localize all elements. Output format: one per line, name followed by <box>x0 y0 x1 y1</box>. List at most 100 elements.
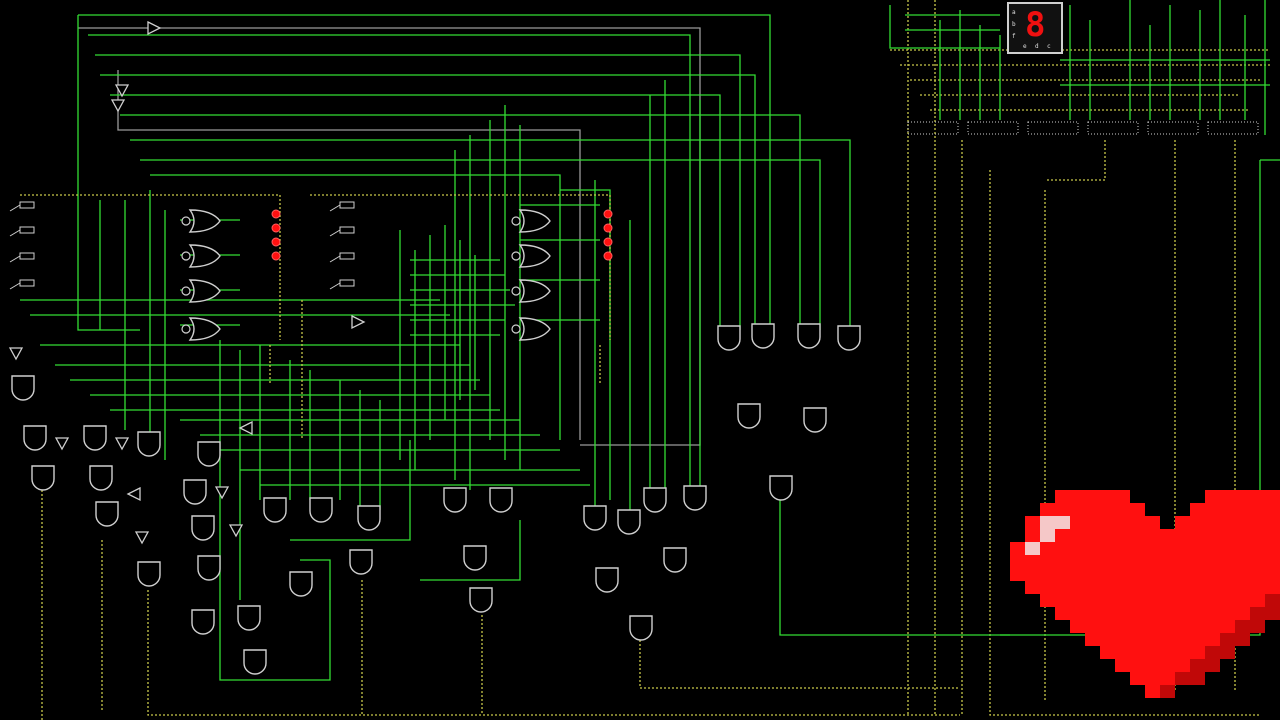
heart-pixel <box>1115 659 1130 672</box>
heart-pixel <box>1265 594 1280 607</box>
heart-pixel <box>1010 607 1025 620</box>
heart-pixel <box>1205 646 1220 659</box>
display-pin-d: d <box>1035 43 1039 50</box>
heart-pixel <box>1010 620 1025 633</box>
heart-pixel-row <box>1010 646 1280 659</box>
heart-pixel <box>1100 659 1115 672</box>
heart-pixel <box>1205 516 1220 529</box>
and-gate <box>197 441 221 467</box>
heart-pixel <box>1220 529 1235 542</box>
status-led <box>271 251 281 261</box>
heart-pixel <box>1010 516 1025 529</box>
heart-pixel <box>1265 646 1280 659</box>
heart-pixel <box>1055 633 1070 646</box>
heart-pixel <box>1070 581 1085 594</box>
heart-pixel <box>1205 568 1220 581</box>
heart-pixel <box>1055 581 1070 594</box>
heart-pixel <box>1100 555 1115 568</box>
and-gate <box>83 425 107 451</box>
heart-pixel <box>1145 503 1160 516</box>
heart-pixel <box>1265 581 1280 594</box>
heart-pixel <box>1145 581 1160 594</box>
heart-pixel <box>1040 633 1055 646</box>
bus-splitter <box>967 121 1019 135</box>
heart-pixel <box>1115 542 1130 555</box>
heart-pixel <box>1025 568 1040 581</box>
heart-pixel <box>1145 685 1160 698</box>
heart-pixel <box>1085 516 1100 529</box>
heart-pixel <box>1205 672 1220 685</box>
buffer-gate <box>351 314 366 330</box>
heart-pixel <box>1250 542 1265 555</box>
heart-pixel <box>1010 594 1025 607</box>
heart-pixel <box>1220 646 1235 659</box>
heart-pixel <box>1100 594 1115 607</box>
heart-pixel <box>1070 594 1085 607</box>
and-gate <box>243 649 267 675</box>
heart-pixel <box>1070 503 1085 516</box>
heart-pixel <box>1055 529 1070 542</box>
and-gate <box>349 549 373 575</box>
heart-pixel <box>1220 594 1235 607</box>
heart-pixel <box>1160 555 1175 568</box>
and-gate <box>683 485 707 511</box>
heart-pixel <box>1130 490 1145 503</box>
display-pin-b: b <box>1012 21 1016 28</box>
heart-pixel <box>1190 633 1205 646</box>
heart-pixel-row <box>1010 594 1280 607</box>
heart-pixel <box>1115 594 1130 607</box>
heart-pixel <box>1205 490 1220 503</box>
heart-pixel <box>1010 555 1025 568</box>
wire-bus <box>147 590 960 716</box>
heart-pixel <box>1190 646 1205 659</box>
and-gate <box>463 545 487 571</box>
heart-pixel <box>1145 646 1160 659</box>
input-pin <box>19 279 35 287</box>
wire-active <box>100 74 756 330</box>
heart-pixel <box>1010 503 1025 516</box>
seven-segment-display[interactable]: a b f e d c 8 <box>1007 2 1063 54</box>
heart-pixel <box>1040 659 1055 672</box>
switch-lever <box>9 255 21 263</box>
and-gate <box>717 325 741 351</box>
heart-pixel <box>1040 490 1055 503</box>
heart-pixel-row <box>1010 633 1280 646</box>
heart-pixel <box>1175 633 1190 646</box>
heart-pixel <box>1010 542 1025 555</box>
heart-pixel <box>1085 620 1100 633</box>
bus-splitter <box>1147 121 1199 135</box>
heart-pixel <box>1130 607 1145 620</box>
heart-pixel <box>1115 685 1130 698</box>
wire-active <box>95 54 741 330</box>
heart-pixel <box>1235 594 1250 607</box>
heart-pixel <box>1265 516 1280 529</box>
heart-pixel <box>1040 685 1055 698</box>
and-gate <box>629 615 653 641</box>
heart-pixel <box>1265 607 1280 620</box>
heart-pixel <box>1235 620 1250 633</box>
buffer-gate <box>147 20 162 36</box>
heart-pixel <box>1115 581 1130 594</box>
heart-pixel <box>1040 516 1055 529</box>
heart-pixel <box>1115 607 1130 620</box>
heart-pixel <box>1265 620 1280 633</box>
buffer-gate <box>134 531 150 545</box>
and-gate <box>797 323 821 349</box>
heart-pixel <box>1220 542 1235 555</box>
heart-pixel <box>1130 620 1145 633</box>
and-gate <box>31 465 55 491</box>
and-gate <box>469 587 493 613</box>
heart-pixel <box>1160 672 1175 685</box>
heart-pixel <box>1220 568 1235 581</box>
heart-pixel <box>1100 646 1115 659</box>
heart-pixel <box>1265 555 1280 568</box>
heart-pixel-row <box>1010 555 1280 568</box>
heart-pixel <box>1205 594 1220 607</box>
heart-pixel <box>1220 672 1235 685</box>
heart-pixel <box>1100 607 1115 620</box>
heart-pixel <box>1145 633 1160 646</box>
heart-pixel <box>1265 490 1280 503</box>
heart-pixel <box>1130 568 1145 581</box>
switch-lever <box>9 229 21 237</box>
